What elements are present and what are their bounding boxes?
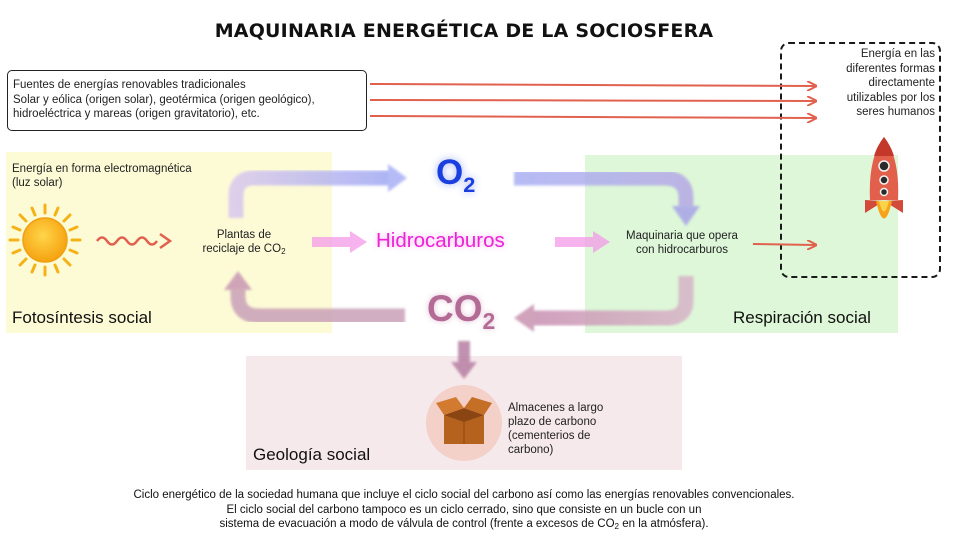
plants-line2: reciclaje de CO2 bbox=[180, 242, 308, 257]
sun-icon bbox=[8, 203, 82, 277]
o2-sub: 2 bbox=[463, 171, 476, 197]
wave-icon bbox=[95, 232, 173, 250]
em-line2: (luz solar) bbox=[12, 177, 63, 189]
hydrocarbon-arrows bbox=[312, 231, 610, 253]
co2-cycle-arrow bbox=[224, 271, 694, 332]
co2-label: CO2 bbox=[427, 288, 495, 334]
co2-sub: 2 bbox=[482, 308, 496, 335]
human-energy-line4: utilizables por los bbox=[846, 91, 935, 104]
renewables-line2: hidroeléctrica y mareas (origen gravitat… bbox=[13, 108, 260, 120]
caption-line1: Ciclo energético de la sociedad humana q… bbox=[133, 489, 795, 501]
co2-base: CO bbox=[427, 288, 483, 329]
plants-line2-text: reciclaje de CO bbox=[202, 243, 282, 255]
geology-label: Geología social bbox=[253, 445, 371, 464]
plants-line2-sub: 2 bbox=[281, 247, 286, 257]
human-energy-line2: diferentes formas bbox=[846, 62, 935, 75]
renewables-arrows bbox=[369, 84, 815, 118]
storage-line1: Almacenes a largo bbox=[508, 402, 604, 414]
human-energy-text: Energía en las diferentes formas directa… bbox=[795, 47, 935, 120]
diagram-caption: Ciclo energético de la sociedad humana q… bbox=[0, 488, 928, 533]
renewables-box: Fuentes de energías renovables tradicion… bbox=[7, 70, 367, 131]
human-energy-line1: Energía en las bbox=[860, 48, 935, 60]
o2-base: O bbox=[436, 153, 464, 192]
renewables-line1: Solar y eólica (origen solar), geotérmic… bbox=[13, 93, 315, 106]
machinery-output-arrow bbox=[752, 244, 815, 245]
machinery-label: Maquinaria que opera con hidrocarburos bbox=[604, 229, 760, 257]
hydrocarbons-label: Hidrocarburos bbox=[376, 229, 505, 252]
carbon-storage-label: Almacenes a largo plazo de carbono (ceme… bbox=[508, 401, 643, 457]
box-icon bbox=[426, 385, 502, 461]
machinery-line1: Maquinaria que opera bbox=[626, 230, 738, 242]
renewable-arrow-2 bbox=[369, 100, 815, 101]
renewable-arrow-3 bbox=[369, 116, 815, 118]
storage-line2: plazo de carbono bbox=[508, 416, 597, 428]
electromagnetic-energy-text: Energía en forma electromagnética (luz s… bbox=[12, 162, 192, 190]
renewables-heading: Fuentes de energías renovables tradicion… bbox=[13, 79, 246, 91]
renewable-arrow-1 bbox=[369, 84, 815, 86]
storage-line4: carbono) bbox=[508, 444, 554, 456]
diagram-title: MAQUINARIA ENERGÉTICA DE LA SOCIOSFERA bbox=[214, 20, 714, 42]
caption-line3-post: en la atmósfera). bbox=[619, 518, 709, 530]
human-energy-box bbox=[780, 42, 941, 278]
recycling-plants-label: Plantas de reciclaje de CO2 bbox=[180, 228, 308, 257]
caption-line3-sub: 2 bbox=[614, 522, 620, 532]
human-energy-line3: directamente bbox=[868, 77, 935, 89]
em-line1: Energía en forma electromagnética bbox=[12, 163, 192, 175]
caption-line3-pre: sistema de evacuación a modo de válvula … bbox=[219, 518, 615, 530]
rocket-icon bbox=[865, 137, 903, 219]
caption-line3: sistema de evacuación a modo de válvula … bbox=[0, 517, 928, 533]
o2-cycle-arrow bbox=[228, 164, 700, 226]
o2-label: O2 bbox=[436, 153, 475, 197]
respiration-label: Respiración social bbox=[733, 308, 871, 327]
photosynthesis-label: Fotosíntesis social bbox=[12, 308, 152, 327]
sink-arrow bbox=[451, 341, 477, 379]
storage-line3: (cementerios de bbox=[508, 430, 591, 442]
plants-line1: Plantas de bbox=[216, 229, 272, 241]
machinery-line2: con hidrocarburos bbox=[635, 244, 729, 256]
human-energy-line5: seres humanos bbox=[856, 106, 935, 118]
caption-line2: El ciclo social del carbono tampoco es u… bbox=[226, 503, 702, 516]
